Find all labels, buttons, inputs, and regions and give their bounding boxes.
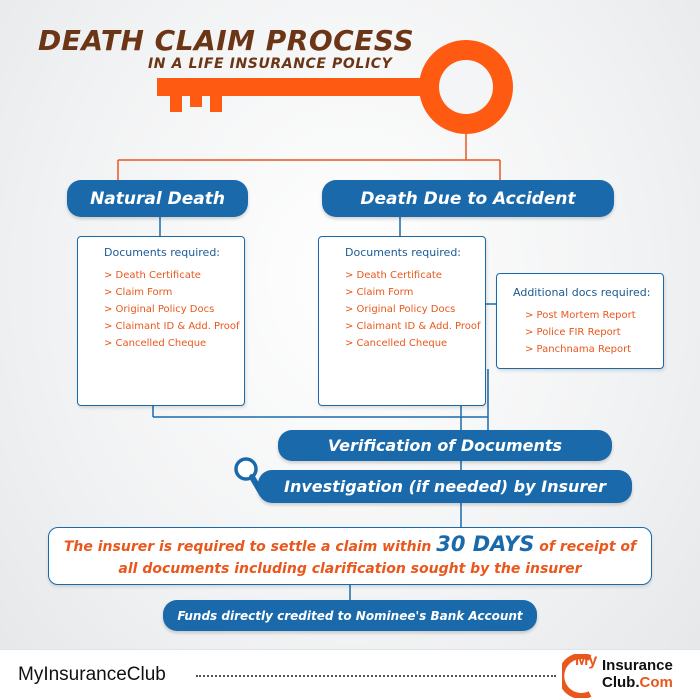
natural-docs-list: > Death Certificate > Claim Form > Origi… [104, 267, 244, 352]
additional-docs-heading: Additional docs required: [513, 286, 651, 299]
list-item: > Post Mortem Report [525, 310, 636, 321]
list-item: > Claimant ID & Add. Proof [104, 321, 240, 332]
settle-text-pre: The insurer is required to settle a clai… [63, 538, 437, 555]
page-subtitle: IN A LIFE INSURANCE POLICY [148, 56, 393, 72]
list-item: > Original Policy Docs [104, 304, 215, 315]
settlement-line-1: The insurer is required to settle a clai… [64, 533, 636, 558]
logo-swoosh-icon [562, 654, 592, 698]
accident-docs-list: > Death Certificate > Claim Form > Origi… [345, 267, 485, 352]
magnifier-icon [234, 457, 265, 497]
logo-insurance: Insurance [602, 657, 673, 674]
settle-text-post: of receipt of [534, 538, 637, 555]
logo-com-text: Com [639, 674, 673, 691]
additional-docs-list: > Post Mortem Report > Police FIR Report… [513, 307, 663, 358]
logo-club: Club.Com [602, 674, 673, 691]
accident-docs-heading: Documents required: [345, 246, 462, 259]
natural-docs-heading: Documents required: [104, 246, 221, 259]
flow-connectors [117, 40, 513, 600]
natural-death-pill: Natural Death [67, 180, 248, 217]
settle-days: 30 DAYS [436, 531, 535, 556]
list-item: > Police FIR Report [525, 327, 621, 338]
page-title: DEATH CLAIM PROCESS [38, 24, 415, 57]
footer-dotted-rule [196, 675, 556, 677]
key-icon [157, 40, 513, 134]
logo-club-text: Club. [602, 674, 640, 691]
footer-brand: MyInsuranceClub [18, 664, 166, 685]
investigation-step: Investigation (if needed) by Insurer [258, 470, 632, 503]
settlement-line-2: all documents including clarification so… [118, 560, 582, 577]
list-item: > Cancelled Cheque [345, 338, 448, 349]
settlement-notice: The insurer is required to settle a clai… [48, 527, 652, 585]
list-item: > Cancelled Cheque [104, 338, 207, 349]
accident-docs-box: Documents required: > Death Certificate … [318, 236, 486, 406]
additional-docs-box: Additional docs required: > Post Mortem … [496, 273, 664, 369]
list-item: > Claim Form [345, 287, 414, 298]
list-item: > Death Certificate [104, 270, 201, 281]
list-item: > Original Policy Docs [345, 304, 456, 315]
list-item: > Claim Form [104, 287, 173, 298]
list-item: > Claimant ID & Add. Proof [345, 321, 481, 332]
accident-death-pill: Death Due to Accident [322, 180, 614, 217]
natural-docs-box: Documents required: > Death Certificate … [77, 236, 245, 406]
verification-step: Verification of Documents [278, 430, 612, 461]
logo-my: My [575, 652, 598, 669]
funds-credited-step: Funds directly credited to Nominee's Ban… [163, 600, 537, 631]
list-item: > Death Certificate [345, 270, 442, 281]
footer-bar: MyInsuranceClub My Insurance Club.Com [0, 649, 700, 700]
list-item: > Panchnama Report [525, 344, 632, 355]
